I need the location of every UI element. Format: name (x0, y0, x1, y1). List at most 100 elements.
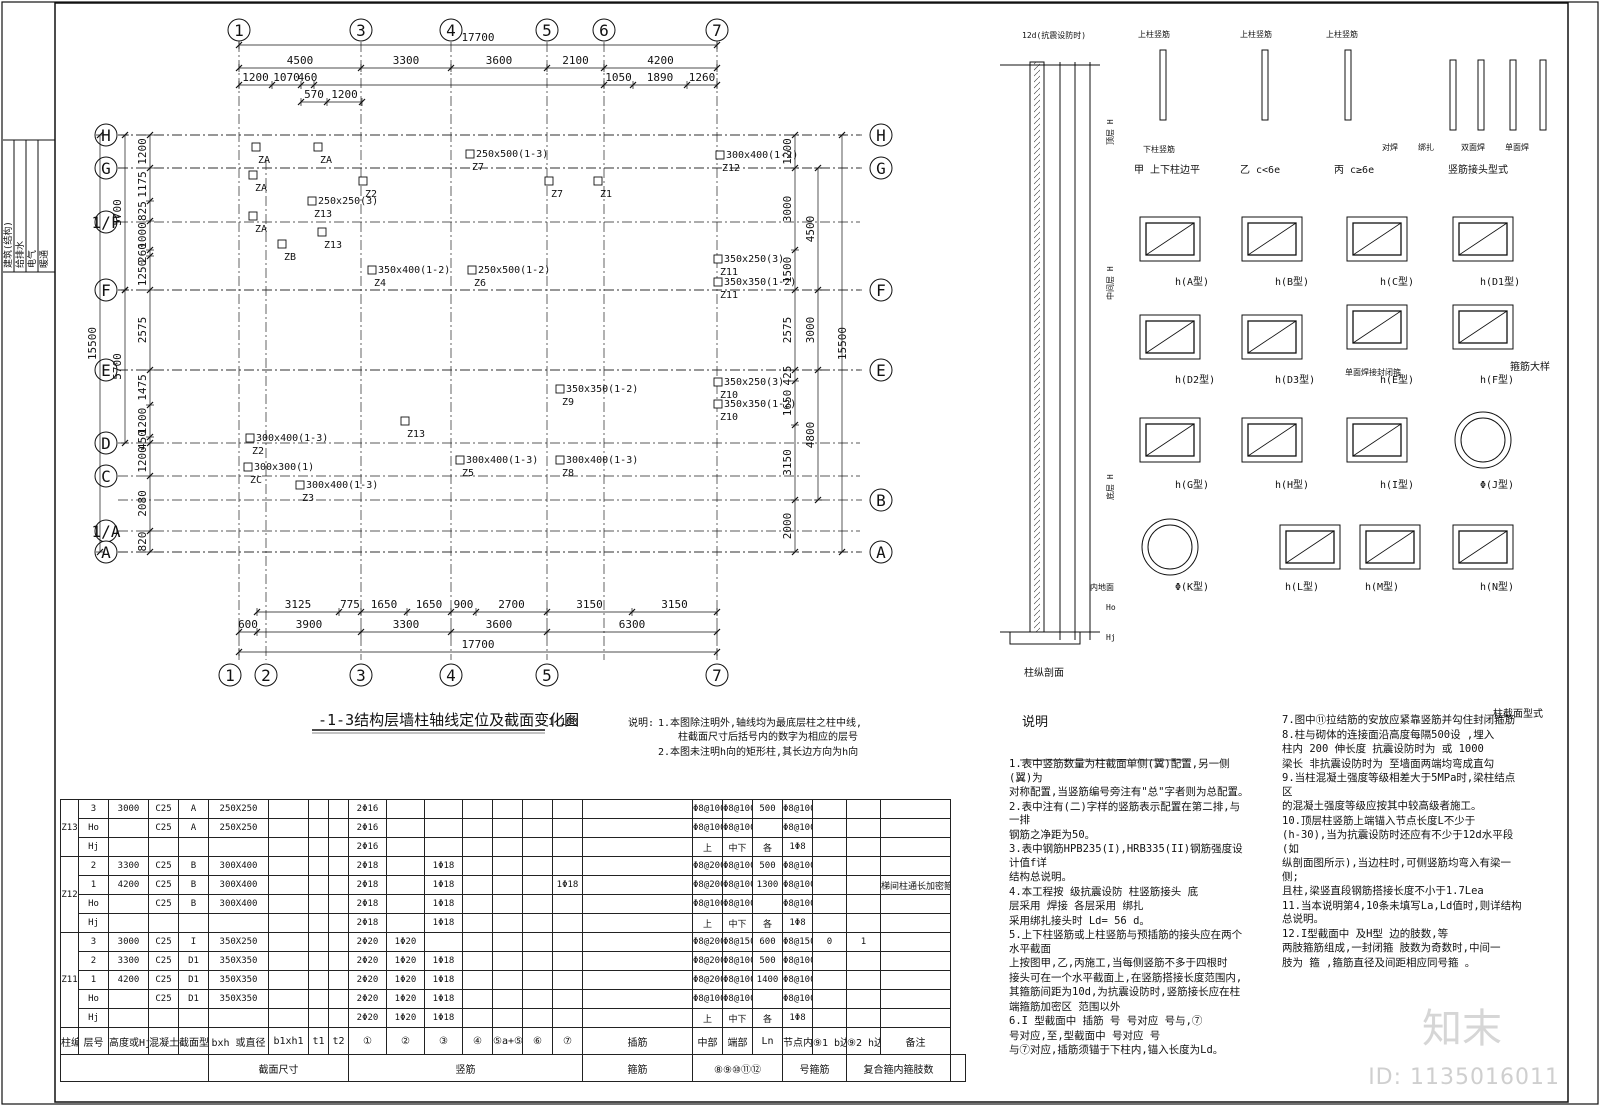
table-cell (846, 1008, 881, 1028)
section-type-8: h(G型) (1139, 417, 1209, 491)
note-left-16: 与⑦对应,插筋须锚于下柱内,锚入长度为Ld。 (1009, 1044, 1224, 1056)
elev-label-top: 顶层 H (1106, 119, 1115, 145)
table-cell (846, 799, 881, 819)
svg-text:ZB: ZB (284, 252, 296, 263)
joint-bar-2 (1344, 49, 1352, 121)
table-cell (108, 818, 149, 838)
table-cell (308, 856, 329, 876)
svg-text:1650: 1650 (781, 390, 794, 417)
table-cell: D1 (178, 989, 209, 1009)
table-header-cell: 高度或Hj/Ho (108, 1027, 149, 1055)
svg-text:Φ(K型): Φ(K型) (1175, 580, 1209, 593)
svg-text:1650: 1650 (371, 598, 398, 611)
single-weld-label: 单面焊接封闭箍 (1345, 367, 1401, 377)
note-left-11: 接头可在一个水平截面上,在竖筋搭接长度范围内, (1009, 971, 1243, 984)
table-cell (522, 989, 553, 1009)
table-cell (552, 989, 583, 1009)
svg-text:Z13: Z13 (324, 240, 342, 251)
joint-types: 上柱竖筋 上柱竖筋 上柱竖筋 下柱竖筋 对焊 绑扎 双面焊 单面焊 甲 上下柱边… (1134, 29, 1550, 720)
svg-text:ZA: ZA (320, 155, 332, 166)
table-cell (582, 837, 693, 857)
svg-text:1/F: 1/F (92, 213, 121, 232)
svg-text:2100: 2100 (562, 54, 589, 67)
table-cell (812, 837, 847, 857)
table-cell (462, 951, 493, 971)
table-cell (148, 837, 179, 857)
table-cell: Φ8@100 (692, 799, 723, 819)
section-type-4: h(D2型) (1139, 314, 1215, 386)
table-cell: C25 (148, 932, 179, 952)
table-cell (268, 894, 309, 914)
table-cell: B (178, 856, 209, 876)
table-cell (462, 1008, 493, 1028)
plan-notes-label: 说明: (628, 716, 654, 729)
axis-bubble-right-B: B (869, 488, 893, 512)
table-cell (846, 894, 881, 914)
note-right-6: 10.顶层柱竖筋上端锚入节点长度L不少于 (1282, 814, 1476, 827)
svg-text:600: 600 (238, 618, 258, 631)
svg-text:15500: 15500 (86, 327, 99, 360)
dim-left-overall-3: 15500 (86, 131, 104, 556)
note-right-1: 8.柱与砌体的连接面沿高度每隔500设 ,埋入 (1282, 728, 1495, 741)
notes-heading: 说明 (1022, 715, 1049, 730)
axis-bubble-top-4: 4 (439, 18, 463, 42)
svg-text:825: 825 (136, 201, 149, 221)
table-cell (268, 875, 309, 895)
table-header-cell: 层号 (78, 1027, 109, 1055)
table-cell: Φ8@200 (692, 856, 723, 876)
table-header-cell: 插筋 (582, 1027, 693, 1055)
table-cell: 2Φ20 (348, 989, 387, 1009)
table-cell (328, 1008, 349, 1028)
svg-text:Z6: Z6 (474, 278, 486, 289)
table-cell (846, 970, 881, 990)
table-cell: 1Φ18 (424, 1008, 463, 1028)
table-cell (268, 932, 309, 952)
svg-text:570: 570 (304, 88, 324, 101)
table-cell (880, 951, 951, 971)
axis-bubble-left-C: C (94, 464, 118, 488)
table-cell: 1Φ20 (386, 970, 425, 990)
svg-text:1050: 1050 (605, 71, 632, 84)
table-cell: 1Φ8 (782, 837, 813, 857)
table-header-cell: Ln (752, 1027, 783, 1055)
svg-text:3125: 3125 (285, 598, 312, 611)
section-type-12: Φ(K型) (1141, 518, 1209, 593)
table-cell (752, 818, 783, 838)
sidebar-item-3: 暖通 (38, 250, 50, 268)
table-cell (492, 989, 523, 1009)
note-right-5: 的混凝土强度等级应按其中较高级者施工。 (1282, 800, 1482, 812)
table-cell: 350X350 (208, 989, 269, 1009)
table-cell (846, 989, 881, 1009)
table-cell: 1 (78, 970, 109, 990)
table-cell (424, 799, 463, 819)
svg-text:350x350(1-2): 350x350(1-2) (724, 277, 796, 288)
table-cell (582, 951, 693, 971)
svg-text:2: 2 (261, 666, 271, 685)
table-cell: Φ8@200 (692, 932, 723, 952)
table-cell (462, 875, 493, 895)
axis-bubble-bottom-2: 2 (254, 663, 278, 687)
table-cell: 2Φ20 (348, 970, 387, 990)
table-cell: Hj (78, 837, 109, 857)
svg-text:h(A型): h(A型) (1175, 275, 1209, 288)
column-za-2: ZA (248, 170, 267, 194)
table-cell (328, 970, 349, 990)
table-cell (880, 856, 951, 876)
axis-bubble-top-3: 3 (349, 18, 373, 42)
joint-label-lap: 绑扎 (1418, 142, 1434, 152)
svg-text:1890: 1890 (647, 71, 674, 84)
table-header-cell: b1xh1 (268, 1027, 309, 1055)
table-cell (880, 818, 951, 838)
table-cell (492, 970, 523, 990)
table-cell: Φ8@100 (722, 989, 753, 1009)
table-cell (268, 913, 309, 933)
table-cell (880, 932, 951, 952)
joint-bar-0 (1159, 49, 1167, 121)
svg-text:300x400(1-3): 300x400(1-3) (566, 455, 638, 466)
column-id-cell: Z11 (60, 932, 79, 1028)
table-cell (462, 837, 493, 857)
